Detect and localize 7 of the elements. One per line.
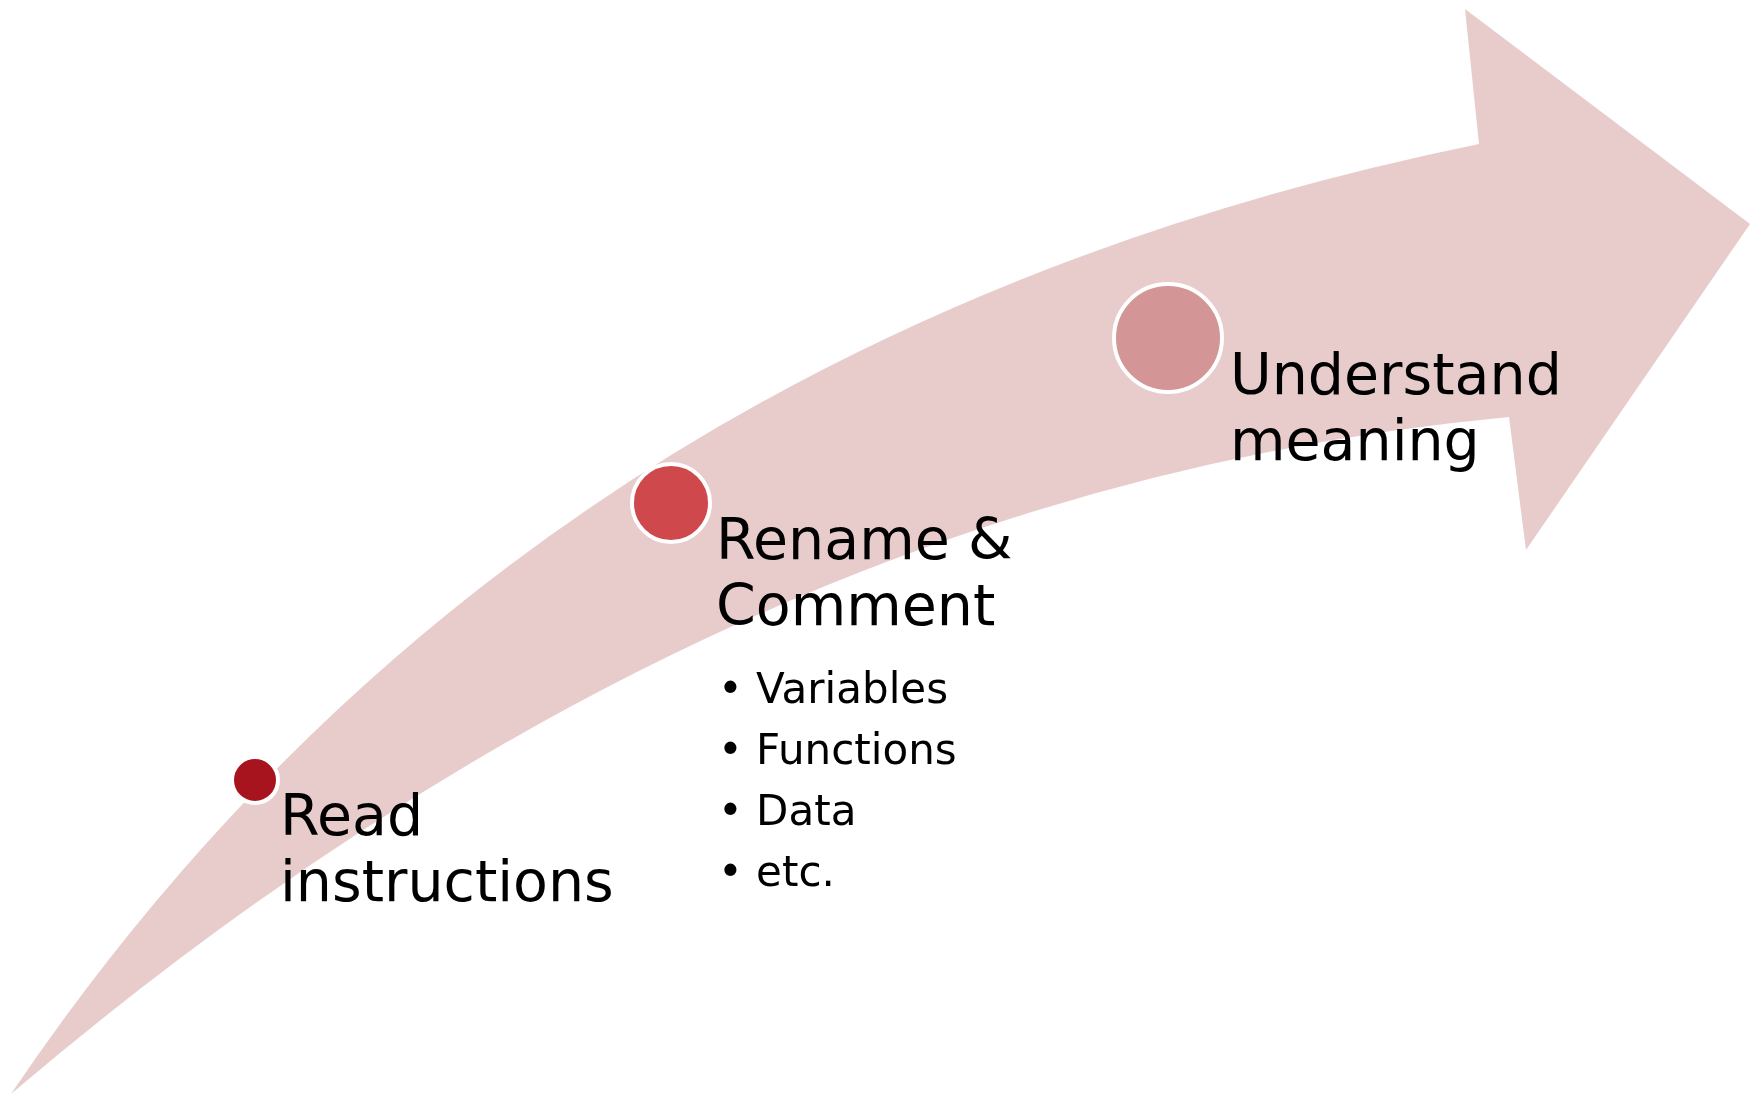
- step-label: Understand meaning: [1230, 341, 1563, 473]
- bullet-item: • Data: [718, 785, 858, 837]
- step-label: Rename & Comment: [716, 506, 1014, 638]
- bullet-item: • Variables: [718, 663, 950, 715]
- bullet-item: • Functions: [718, 724, 957, 776]
- bullet-item: • etc.: [718, 846, 836, 898]
- step-label: Read instructions: [280, 782, 615, 914]
